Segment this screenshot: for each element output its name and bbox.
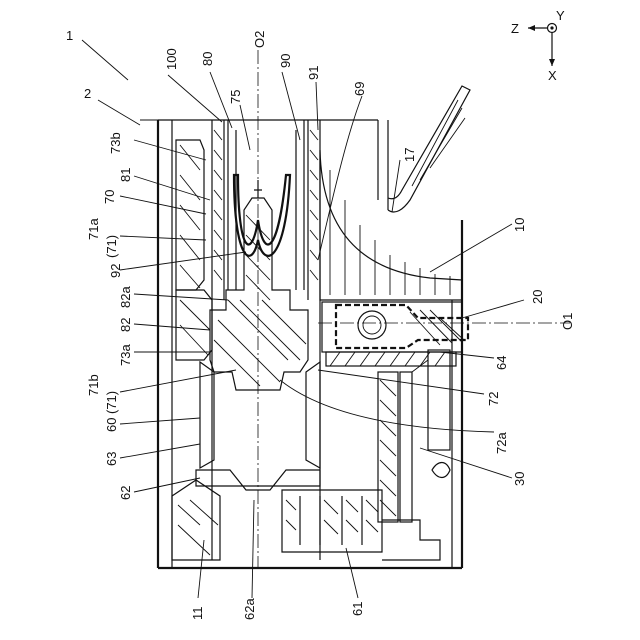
label-73a: 73a	[118, 344, 133, 366]
label-71a-sub: (71)	[104, 235, 119, 258]
bearing-housing-10	[320, 150, 462, 300]
label-73b: 73b	[108, 132, 123, 154]
axis-z-label: Z	[511, 21, 519, 36]
label-64: 64	[494, 356, 509, 370]
label-90: 90	[278, 54, 293, 68]
label-62a: 62a	[242, 598, 257, 620]
label-80: 80	[200, 52, 215, 66]
label-17: 17	[402, 148, 417, 162]
label-62: 62	[118, 486, 133, 500]
label-63: 63	[104, 452, 119, 466]
label-82a: 82a	[118, 286, 133, 308]
bearing-20	[322, 302, 468, 352]
label-61: 61	[350, 602, 365, 616]
housing-walls	[140, 120, 462, 568]
label-70: 70	[102, 190, 117, 204]
axis-x-label: X	[548, 68, 557, 83]
label-10: 10	[512, 218, 527, 232]
rotor-30	[378, 350, 450, 522]
label-92: 92	[108, 264, 123, 278]
label-2: 2	[84, 86, 91, 101]
label-1: 1	[66, 28, 73, 43]
axis-y-label: Y	[556, 8, 565, 23]
label-72: 72	[486, 392, 501, 406]
label-71b: 71b	[86, 374, 101, 396]
label-75: 75	[228, 90, 243, 104]
label-60: 60	[104, 418, 119, 432]
collar-64	[326, 352, 456, 366]
label-100: 100	[164, 48, 179, 70]
label-30: 30	[512, 472, 527, 486]
label-11: 11	[190, 607, 205, 621]
coordinate-legend: Z Y X	[511, 8, 565, 83]
label-72a: 72a	[494, 432, 509, 454]
label-71a: 71a	[86, 218, 101, 240]
label-o1: O1	[560, 313, 575, 330]
label-o2: O2	[252, 31, 267, 48]
label-20: 20	[530, 290, 545, 304]
label-91: 91	[306, 66, 321, 80]
spring-92	[234, 175, 290, 256]
label-82: 82	[118, 318, 133, 332]
shaft-72	[210, 180, 308, 390]
wall-70-71-73	[176, 140, 212, 360]
label-69: 69	[352, 82, 367, 96]
label-81: 81	[118, 168, 133, 182]
label-71b-sub: (71)	[104, 391, 119, 414]
lever-17	[388, 86, 470, 212]
